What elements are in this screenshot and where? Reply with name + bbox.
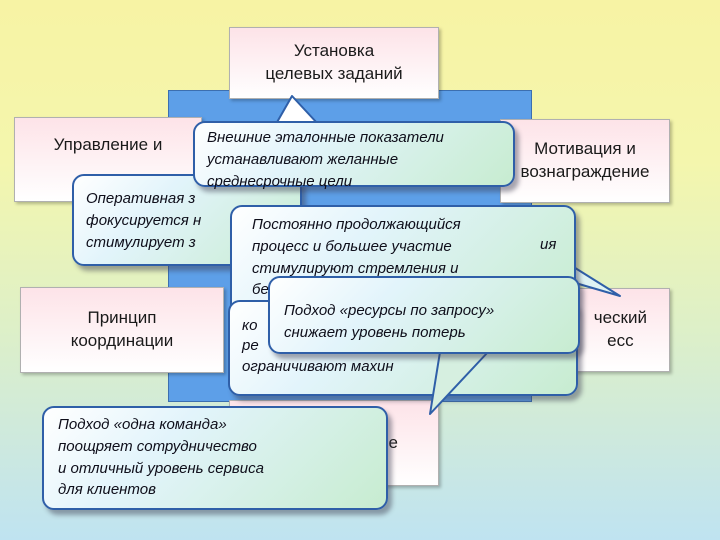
- bubble-one-team: Подход «одна команда» поощряет сотруднич…: [42, 406, 388, 510]
- box-management-label: Управление и: [53, 135, 163, 155]
- box-target-setting: Установка целевых заданий: [229, 27, 439, 99]
- box-motivation: Мотивация и вознаграждение: [500, 119, 670, 203]
- bubble-right-fragment: ия: [540, 236, 557, 253]
- bubble-external-benchmarks-text: Внешние эталонные показатели устанавлива…: [207, 129, 444, 190]
- box-coordination-label: Принцип координации: [70, 308, 174, 350]
- bubble-resources-on-demand-text: Подход «ресурсы по запросу» снижает уров…: [284, 302, 495, 341]
- bubble-operational-text: Оперативная з фокусируется н стимулирует…: [86, 190, 202, 251]
- box-bottom-label: е: [388, 432, 398, 452]
- bubble-hidden-fragment-text: ко ре ограничивают махин: [242, 317, 394, 375]
- bubble-external-benchmarks: Внешние эталонные показатели устанавлива…: [193, 121, 515, 190]
- box-motivation-label: Мотивация и вознаграждение: [520, 139, 650, 181]
- bubble-one-team-text: Подход «одна команда» поощряет сотруднич…: [58, 416, 264, 499]
- bubble-continuous-process-text: Постоянно продолжающийся процесс и больш…: [252, 216, 461, 299]
- box-target-setting-label: Установка целевых заданий: [265, 41, 403, 83]
- box-process-label: ческий есс: [593, 308, 647, 350]
- bubble-resources-on-demand: Подход «ресурсы по запросу» снижает уров…: [268, 276, 580, 354]
- box-coordination: Принцип координации: [20, 287, 224, 373]
